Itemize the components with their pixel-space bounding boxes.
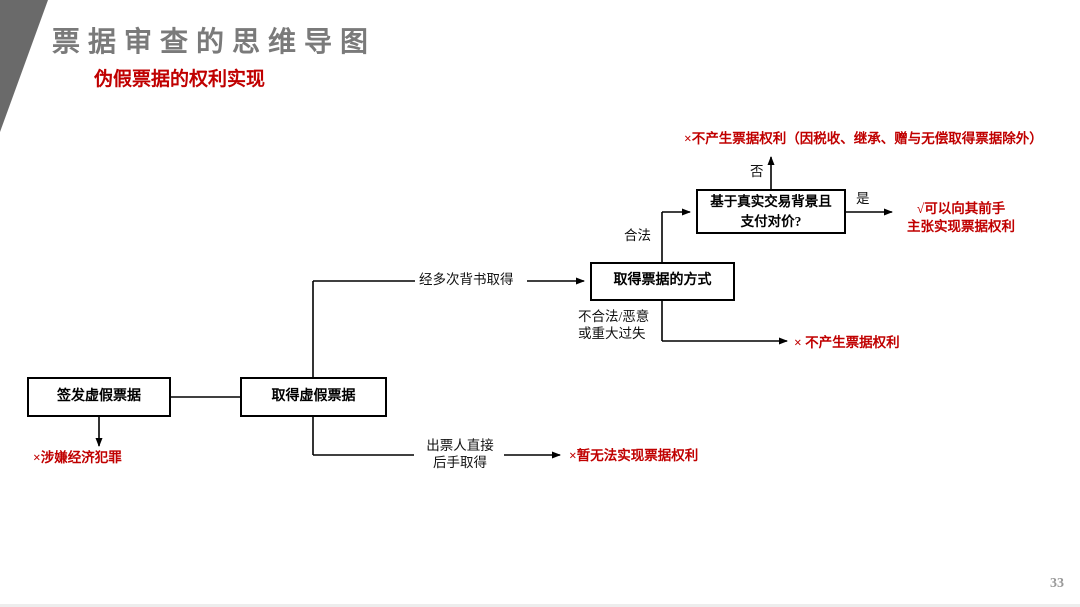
page-title: 票据审查的思维导图	[52, 27, 377, 58]
outcome-economic-crime: ×涉嫌经济犯罪	[33, 450, 122, 465]
label-no: 否	[750, 164, 764, 179]
label-multi-endorsement: 经多次背书取得	[419, 272, 514, 287]
box-obtain-method: 取得票据的方式	[590, 262, 735, 301]
outcome-cannot-realize-rights: ×暂无法实现票据权利	[569, 448, 699, 463]
box-obtain-fake-bill: 取得虚假票据	[240, 377, 387, 417]
box-real-transaction-question: 基于真实交易背景且 支付对价?	[696, 189, 846, 234]
box-issue-fake-bill: 签发虚假票据	[27, 377, 171, 417]
page-subtitle: 伪假票据的权利实现	[94, 69, 266, 90]
outcome-no-rights: × 不产生票据权利	[794, 335, 900, 350]
label-illegal-bad-faith: 不合法/恶意 或重大过失	[578, 309, 650, 341]
page-number: 33	[1050, 576, 1064, 591]
label-legal: 合法	[624, 228, 651, 243]
label-drawer-direct: 出票人直接 后手取得	[426, 438, 494, 470]
outcome-no-rights-with-exceptions: ×不产生票据权利（因税收、继承、赠与无偿取得票据除外）	[684, 131, 1043, 146]
label-yes: 是	[856, 191, 870, 206]
outcome-can-claim-rights: √可以向其前手 主张实现票据权利	[907, 201, 1015, 235]
